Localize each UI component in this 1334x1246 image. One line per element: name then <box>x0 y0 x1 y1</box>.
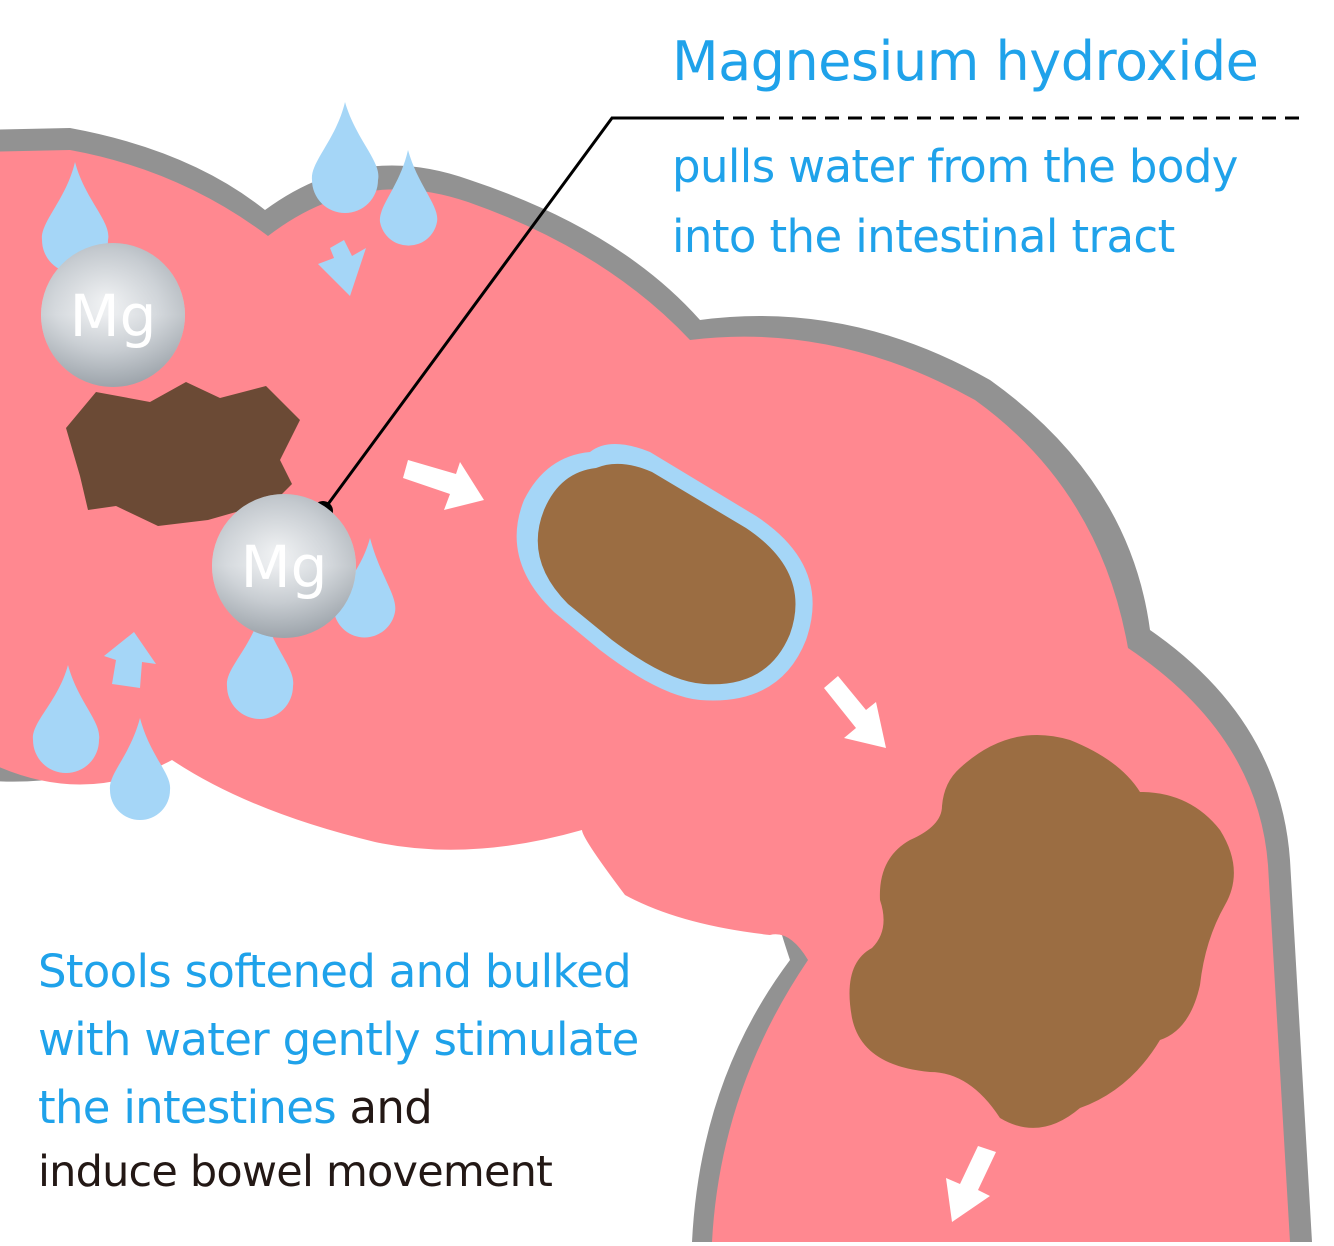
water-drop-icon <box>379 150 438 246</box>
mg-ion-2: Mg <box>212 494 356 638</box>
arrow-down-icon <box>318 240 366 296</box>
softened-stool <box>516 444 813 701</box>
caption-line-3-highlight: the intestines <box>38 1081 337 1134</box>
water-drop-icon <box>333 538 396 638</box>
subtitle-line-2: into the intestinal tract <box>672 210 1175 263</box>
caption-line-4: induce bowel movement <box>38 1147 553 1197</box>
pointer-line <box>321 116 710 512</box>
flow-arrows <box>403 460 996 1222</box>
arrow-right-icon <box>403 460 484 510</box>
caption-line-3-rest: and <box>335 1081 433 1134</box>
arrow-down-left-icon <box>946 1146 996 1222</box>
bulked-stool <box>849 734 1234 1128</box>
water-drops <box>32 102 438 820</box>
stool-mass <box>537 463 796 685</box>
arrow-up-icon <box>104 632 156 688</box>
water-drop-icon <box>226 608 294 719</box>
hard-stool <box>66 382 300 526</box>
mg-ion-label: Mg <box>70 282 157 350</box>
water-drop-icon <box>41 162 109 273</box>
water-drop-icon <box>32 665 100 773</box>
water-drop-icon <box>109 718 171 820</box>
mg-ion-label: Mg <box>241 533 328 601</box>
mg-ion-1: Mg <box>41 243 185 387</box>
caption-line-3: the intestines and <box>38 1081 433 1134</box>
caption-line-1: Stools softened and bulked <box>38 945 632 998</box>
diagram-title: Magnesium hydroxide <box>672 30 1259 93</box>
water-drop-icon <box>311 102 379 213</box>
arrow-down-right-icon <box>824 676 886 748</box>
subtitle-line-1: pulls water from the body <box>672 140 1238 193</box>
caption-line-2: with water gently stimulate <box>38 1013 639 1066</box>
inflow-arrows <box>104 240 366 688</box>
